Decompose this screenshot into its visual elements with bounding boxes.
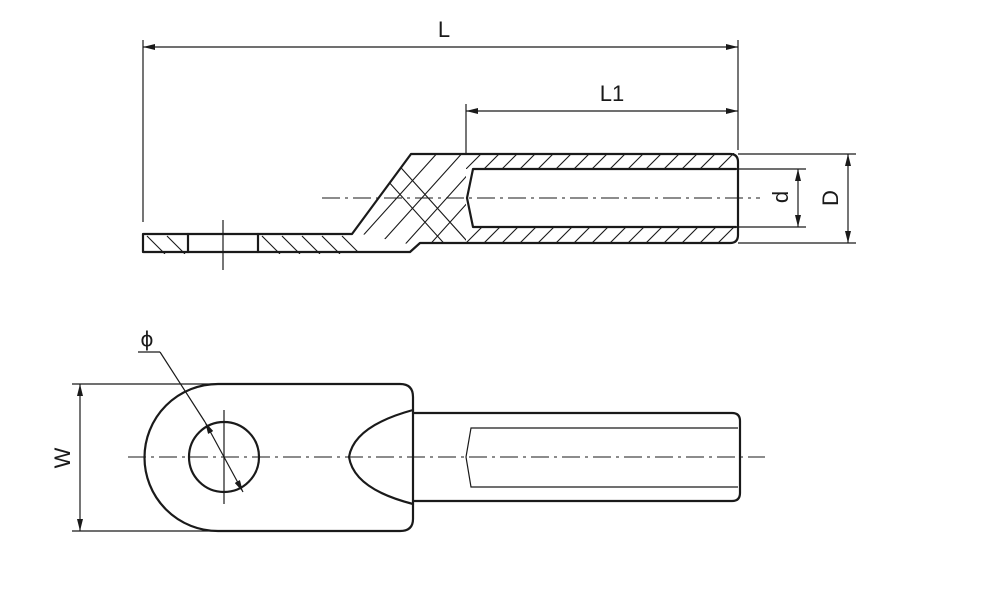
taper-hatching — [352, 154, 466, 244]
bore-outline — [465, 167, 738, 229]
dimension-d-outer: D — [738, 153, 856, 244]
dimension-l1: L1 — [465, 81, 738, 154]
side-section-view: L L1 d D — [141, 17, 856, 270]
label-l1: L1 — [600, 81, 624, 106]
label-d-outer: D — [818, 190, 843, 206]
palm-outline — [143, 382, 415, 533]
label-phi: ϕ — [140, 327, 153, 351]
dimension-d-inner: d — [738, 168, 806, 228]
label-l: L — [438, 17, 450, 42]
label-w: W — [50, 447, 75, 468]
lug-side-outline — [141, 152, 740, 254]
dimension-hole-diameter: ϕ — [138, 327, 244, 493]
bore-hidden-outline — [465, 427, 738, 488]
top-view: W ϕ — [50, 327, 765, 533]
dimension-l: L — [142, 17, 739, 222]
dimension-w: W — [50, 383, 218, 532]
barrel-wall-hatching — [466, 153, 735, 243]
label-d: d — [768, 191, 793, 203]
